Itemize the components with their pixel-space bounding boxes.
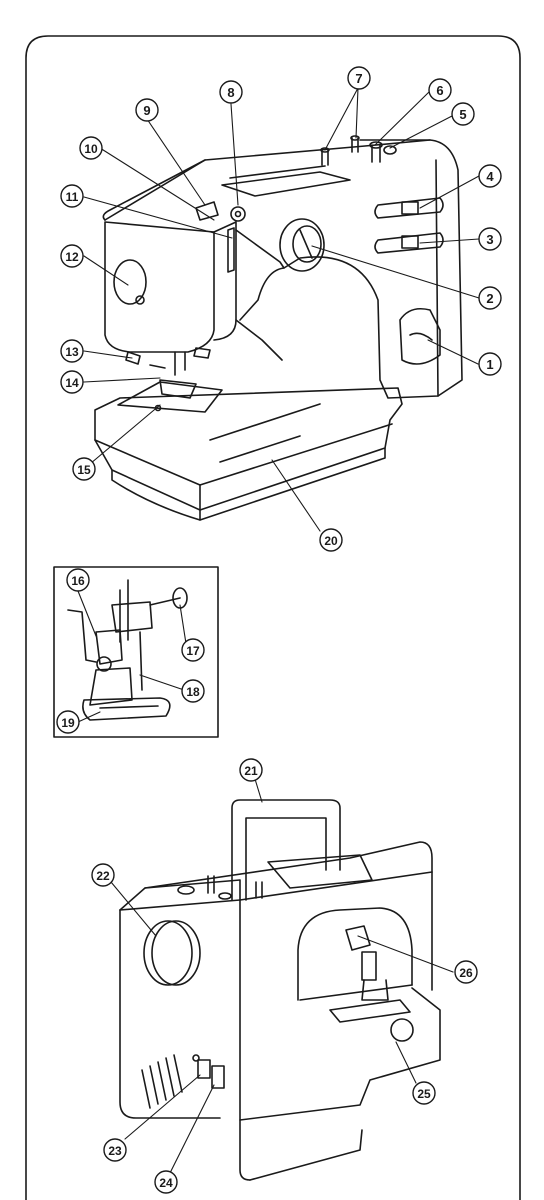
callout-8: 8 bbox=[219, 80, 243, 104]
callout-label: 17 bbox=[186, 644, 200, 658]
callout-20: 20 bbox=[319, 528, 343, 552]
callout-5: 5 bbox=[451, 102, 475, 126]
callout-label: 13 bbox=[65, 345, 79, 359]
callout-23: 23 bbox=[103, 1138, 127, 1162]
callout-label: 4 bbox=[486, 169, 494, 184]
inset-presser-foot bbox=[53, 566, 219, 738]
callout-label: 2 bbox=[486, 291, 493, 306]
callout-1: 1 bbox=[478, 352, 502, 376]
callout-7: 7 bbox=[347, 66, 371, 90]
callout-label: 7 bbox=[355, 71, 362, 86]
callout-label: 12 bbox=[65, 250, 79, 264]
callout-10: 10 bbox=[79, 136, 103, 160]
callout-11: 11 bbox=[60, 184, 84, 208]
callout-label: 10 bbox=[84, 142, 98, 156]
callout-16: 16 bbox=[66, 568, 90, 592]
callout-label: 19 bbox=[61, 716, 75, 730]
callout-4: 4 bbox=[478, 164, 502, 188]
callout-label: 18 bbox=[186, 685, 200, 699]
callout-25: 25 bbox=[412, 1081, 436, 1105]
callout-2: 2 bbox=[478, 286, 502, 310]
callout-label: 23 bbox=[108, 1144, 122, 1158]
callout-label: 25 bbox=[417, 1087, 431, 1101]
callout-label: 20 bbox=[324, 534, 338, 548]
callout-9: 9 bbox=[135, 98, 159, 122]
callout-label: 16 bbox=[71, 574, 85, 588]
callout-label: 15 bbox=[77, 463, 91, 477]
callout-13: 13 bbox=[60, 339, 84, 363]
callout-label: 22 bbox=[96, 869, 110, 883]
callout-21: 21 bbox=[239, 758, 263, 782]
callout-label: 11 bbox=[66, 190, 79, 204]
leader-lines bbox=[77, 87, 480, 1174]
callout-15: 15 bbox=[72, 457, 96, 481]
callout-label: 14 bbox=[65, 376, 79, 390]
front-view-machine bbox=[94, 135, 463, 521]
page-border bbox=[25, 35, 521, 1200]
callout-24: 24 bbox=[154, 1170, 178, 1194]
callout-26: 26 bbox=[454, 960, 478, 984]
callout-14: 14 bbox=[60, 370, 84, 394]
callout-12: 12 bbox=[60, 244, 84, 268]
callout-label: 3 bbox=[486, 232, 493, 247]
callout-3: 3 bbox=[478, 227, 502, 251]
callout-label: 26 bbox=[459, 966, 473, 980]
rear-view-machine bbox=[119, 799, 441, 1181]
callout-label: 21 bbox=[244, 764, 258, 778]
callout-19: 19 bbox=[56, 710, 80, 734]
callouts: 1 2 3 4 5 6 7 8 9 10 11 12 13 14 15 16 1… bbox=[56, 66, 502, 1194]
callout-label: 8 bbox=[227, 85, 234, 100]
callout-label: 24 bbox=[159, 1176, 173, 1190]
callout-6: 6 bbox=[428, 78, 452, 102]
callout-18: 18 bbox=[181, 679, 205, 703]
callout-label: 6 bbox=[436, 83, 443, 98]
callout-label: 5 bbox=[459, 107, 466, 122]
callout-label: 9 bbox=[143, 103, 150, 118]
callout-17: 17 bbox=[181, 638, 205, 662]
callout-22: 22 bbox=[91, 863, 115, 887]
callout-label: 1 bbox=[486, 357, 493, 372]
